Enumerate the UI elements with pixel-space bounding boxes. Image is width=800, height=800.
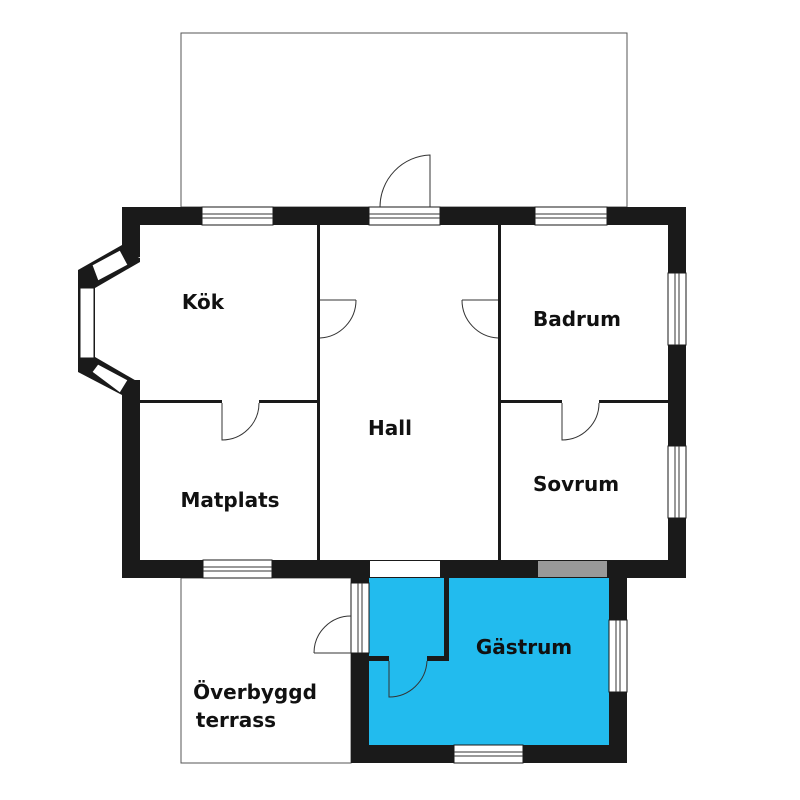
room-label-kitchen: Kök bbox=[182, 290, 225, 314]
room-label-terrace-line2: terrass bbox=[196, 708, 276, 732]
interior-walls bbox=[140, 225, 668, 560]
dining-door[interactable] bbox=[221, 402, 260, 441]
room-label-bathroom: Badrum bbox=[533, 307, 621, 331]
kitchen-door[interactable] bbox=[319, 299, 357, 339]
windows bbox=[79, 206, 687, 764]
patio-outline bbox=[180, 32, 628, 208]
guestroom-highlight[interactable] bbox=[369, 578, 609, 745]
room-label-hall: Hall bbox=[368, 416, 412, 440]
room-label-bedroom: Sovrum bbox=[533, 472, 619, 496]
terrace-outline bbox=[180, 577, 352, 764]
outer-walls bbox=[78, 207, 686, 578]
room-label-dining: Matplats bbox=[180, 488, 279, 512]
doors bbox=[221, 154, 600, 698]
room-label-guestroom: Gästrum bbox=[476, 635, 572, 659]
entrance-door[interactable] bbox=[379, 154, 431, 208]
terrace-door[interactable] bbox=[313, 615, 352, 654]
closet-door[interactable] bbox=[388, 660, 428, 698]
bedroom-door[interactable] bbox=[561, 402, 600, 441]
room-label-terrace-line1: Överbyggd bbox=[193, 680, 317, 704]
bathroom-door[interactable] bbox=[461, 299, 499, 339]
